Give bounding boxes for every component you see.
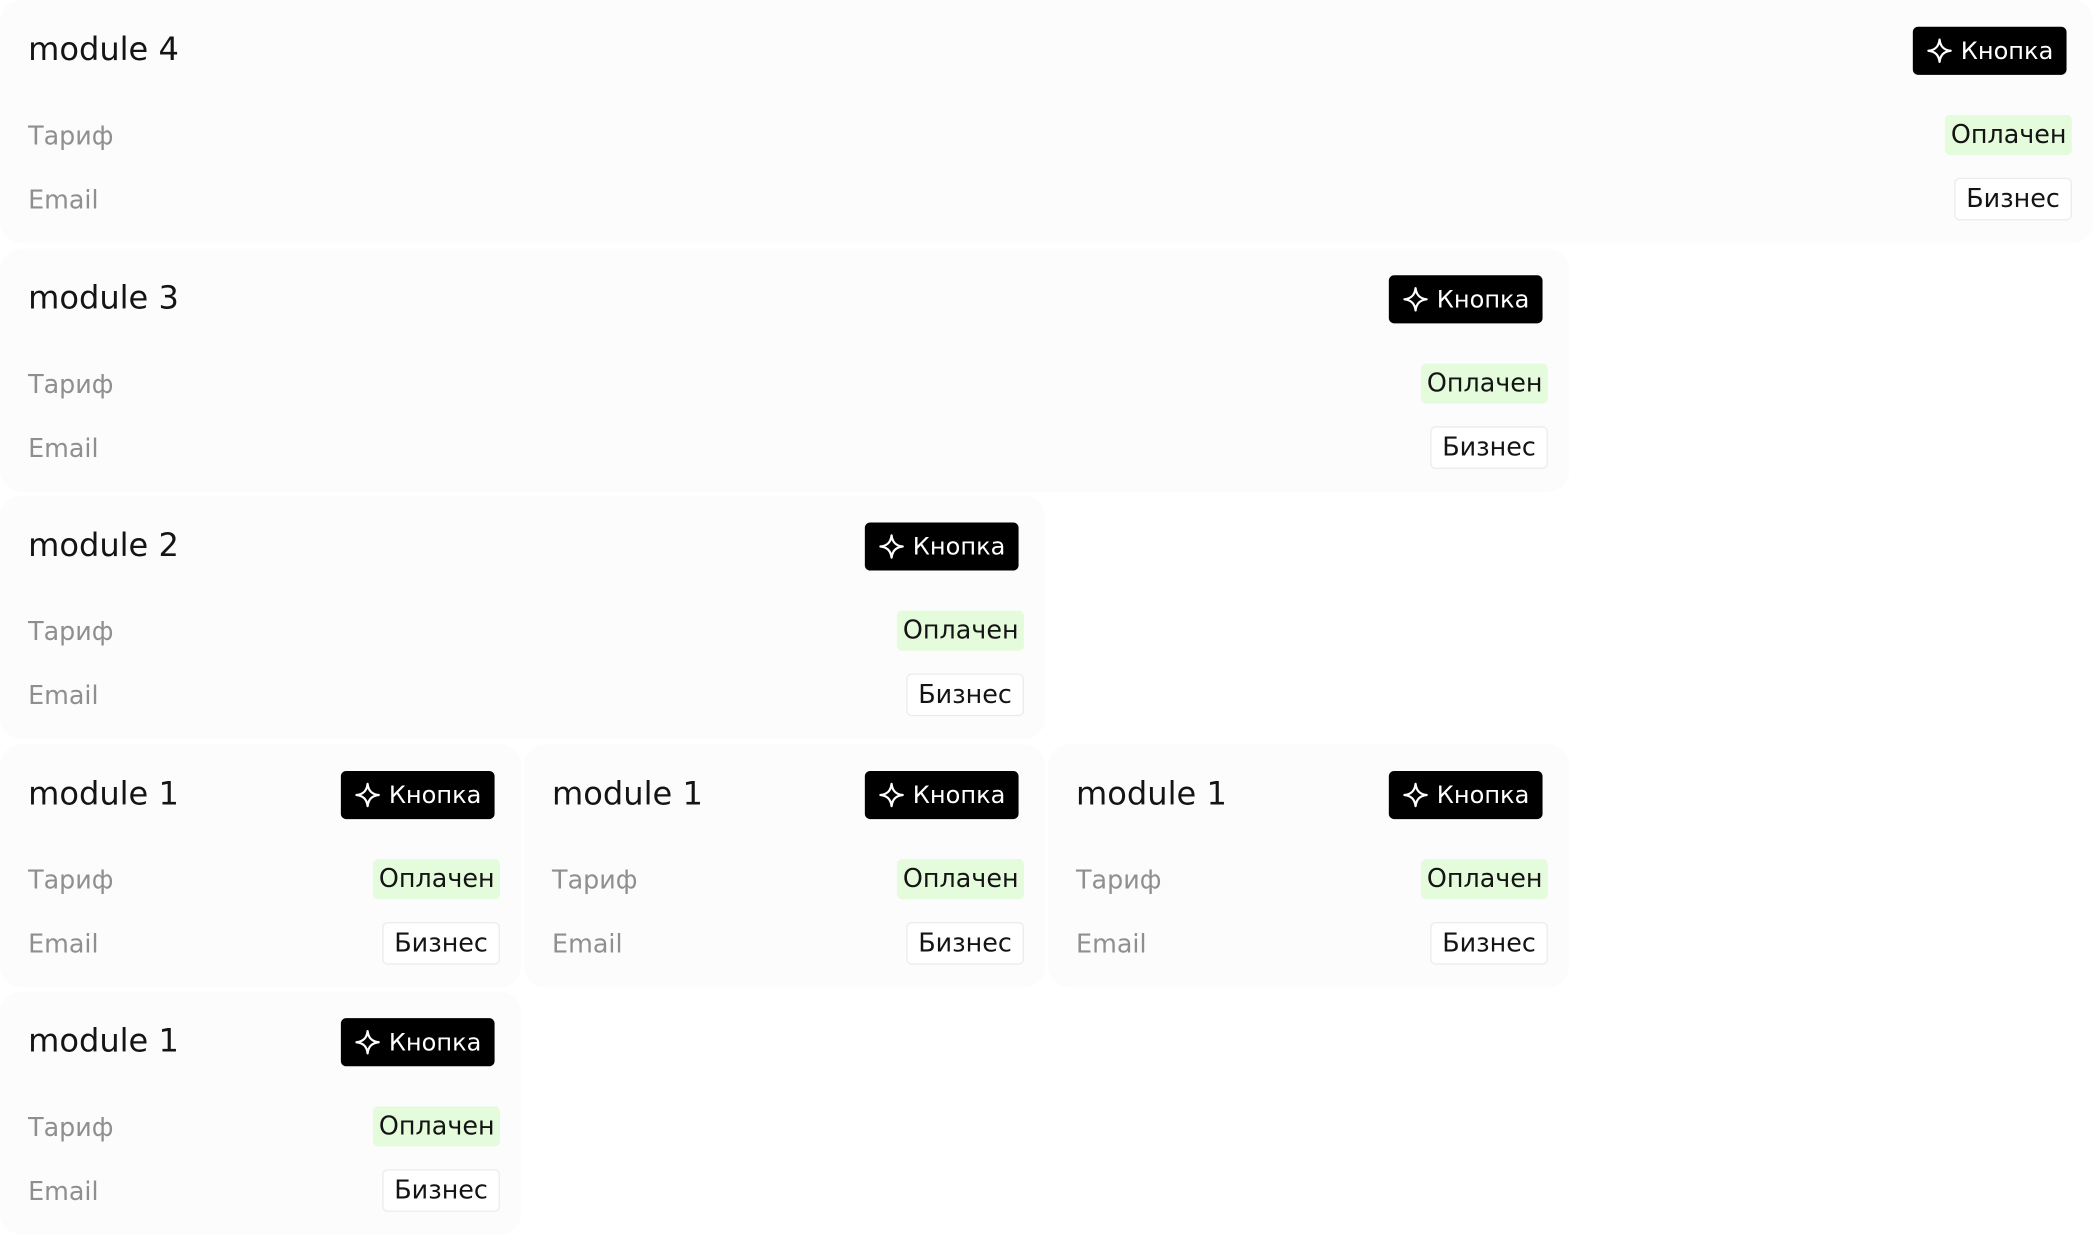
action-button-label: Кнопка <box>1436 285 1530 314</box>
plan-badge: Бизнес <box>1430 426 1548 470</box>
module-card: module 3 Кнопка Тариф Оплачен Email Бизн… <box>0 248 1570 492</box>
module-card: module 2 Кнопка Тариф Оплачен Email Бизн… <box>0 495 1046 739</box>
tariff-status-badge: Оплачен <box>897 859 1024 900</box>
action-button[interactable]: Кнопка <box>1388 275 1543 324</box>
module-card: module 1 Кнопка Тариф Оплачен Email Бизн… <box>1047 744 1570 988</box>
card-title: module 1 <box>1076 774 1227 813</box>
sparkle-icon <box>1402 782 1429 809</box>
tariff-label: Тариф <box>28 865 114 896</box>
tariff-label: Тариф <box>28 617 114 647</box>
plan-badge: Бизнес <box>1954 177 2072 221</box>
action-button-label: Кнопка <box>388 1028 482 1057</box>
action-button-label: Кнопка <box>1960 36 2054 65</box>
email-label: Email <box>28 434 99 464</box>
email-label: Email <box>1076 929 1147 960</box>
card-title: module 2 <box>28 526 179 564</box>
email-label: Email <box>28 929 99 960</box>
plan-badge: Бизнес <box>906 921 1024 965</box>
module-card: module 1 Кнопка Тариф Оплачен Email Бизн… <box>523 744 1046 988</box>
tariff-status-badge: Оплачен <box>1421 363 1548 404</box>
action-button[interactable]: Кнопка <box>864 770 1019 820</box>
tariff-label: Тариф <box>28 370 114 400</box>
tariff-label: Тариф <box>28 1113 114 1143</box>
action-button-label: Кнопка <box>388 781 482 810</box>
email-label: Email <box>28 185 99 216</box>
action-button[interactable]: Кнопка <box>1912 26 2067 75</box>
tariff-label: Тариф <box>552 865 638 896</box>
tariff-label: Тариф <box>28 121 114 151</box>
action-button-label: Кнопка <box>1436 781 1530 810</box>
sparkle-icon <box>1402 286 1429 313</box>
action-button[interactable]: Кнопка <box>340 1018 495 1067</box>
sparkle-icon <box>1926 37 1953 64</box>
tariff-status-badge: Оплачен <box>373 859 500 900</box>
action-button-label: Кнопка <box>912 532 1006 561</box>
action-button[interactable]: Кнопка <box>864 522 1019 571</box>
tariff-status-badge: Оплачен <box>1945 114 2072 155</box>
action-button[interactable]: Кнопка <box>340 770 495 820</box>
email-label: Email <box>28 681 99 711</box>
action-button[interactable]: Кнопка <box>1388 770 1543 820</box>
tariff-status-badge: Оплачен <box>897 610 1024 651</box>
tariff-label: Тариф <box>1076 865 1162 896</box>
card-title: module 1 <box>28 1022 179 1060</box>
action-button-label: Кнопка <box>912 781 1006 810</box>
module-card: module 4 Кнопка Тариф Оплачен Email Бизн… <box>0 0 2094 244</box>
plan-badge: Бизнес <box>1430 921 1548 965</box>
sparkle-icon <box>354 782 381 809</box>
card-title: module 1 <box>28 774 179 813</box>
card-title: module 4 <box>28 30 179 69</box>
sparkle-icon <box>878 782 905 809</box>
email-label: Email <box>28 1177 99 1207</box>
card-title: module 1 <box>552 774 703 813</box>
card-title: module 3 <box>28 279 179 317</box>
tariff-status-badge: Оплачен <box>1421 859 1548 900</box>
email-label: Email <box>552 929 623 960</box>
plan-badge: Бизнес <box>906 673 1024 717</box>
sparkle-icon <box>354 1029 381 1056</box>
module-card: module 1 Кнопка Тариф Оплачен Email Бизн… <box>0 744 522 988</box>
plan-badge: Бизнес <box>382 921 500 965</box>
tariff-status-badge: Оплачен <box>373 1106 500 1147</box>
sparkle-icon <box>878 533 905 560</box>
module-card: module 1 Кнопка Тариф Оплачен Email Бизн… <box>0 991 522 1235</box>
plan-badge: Бизнес <box>382 1169 500 1212</box>
